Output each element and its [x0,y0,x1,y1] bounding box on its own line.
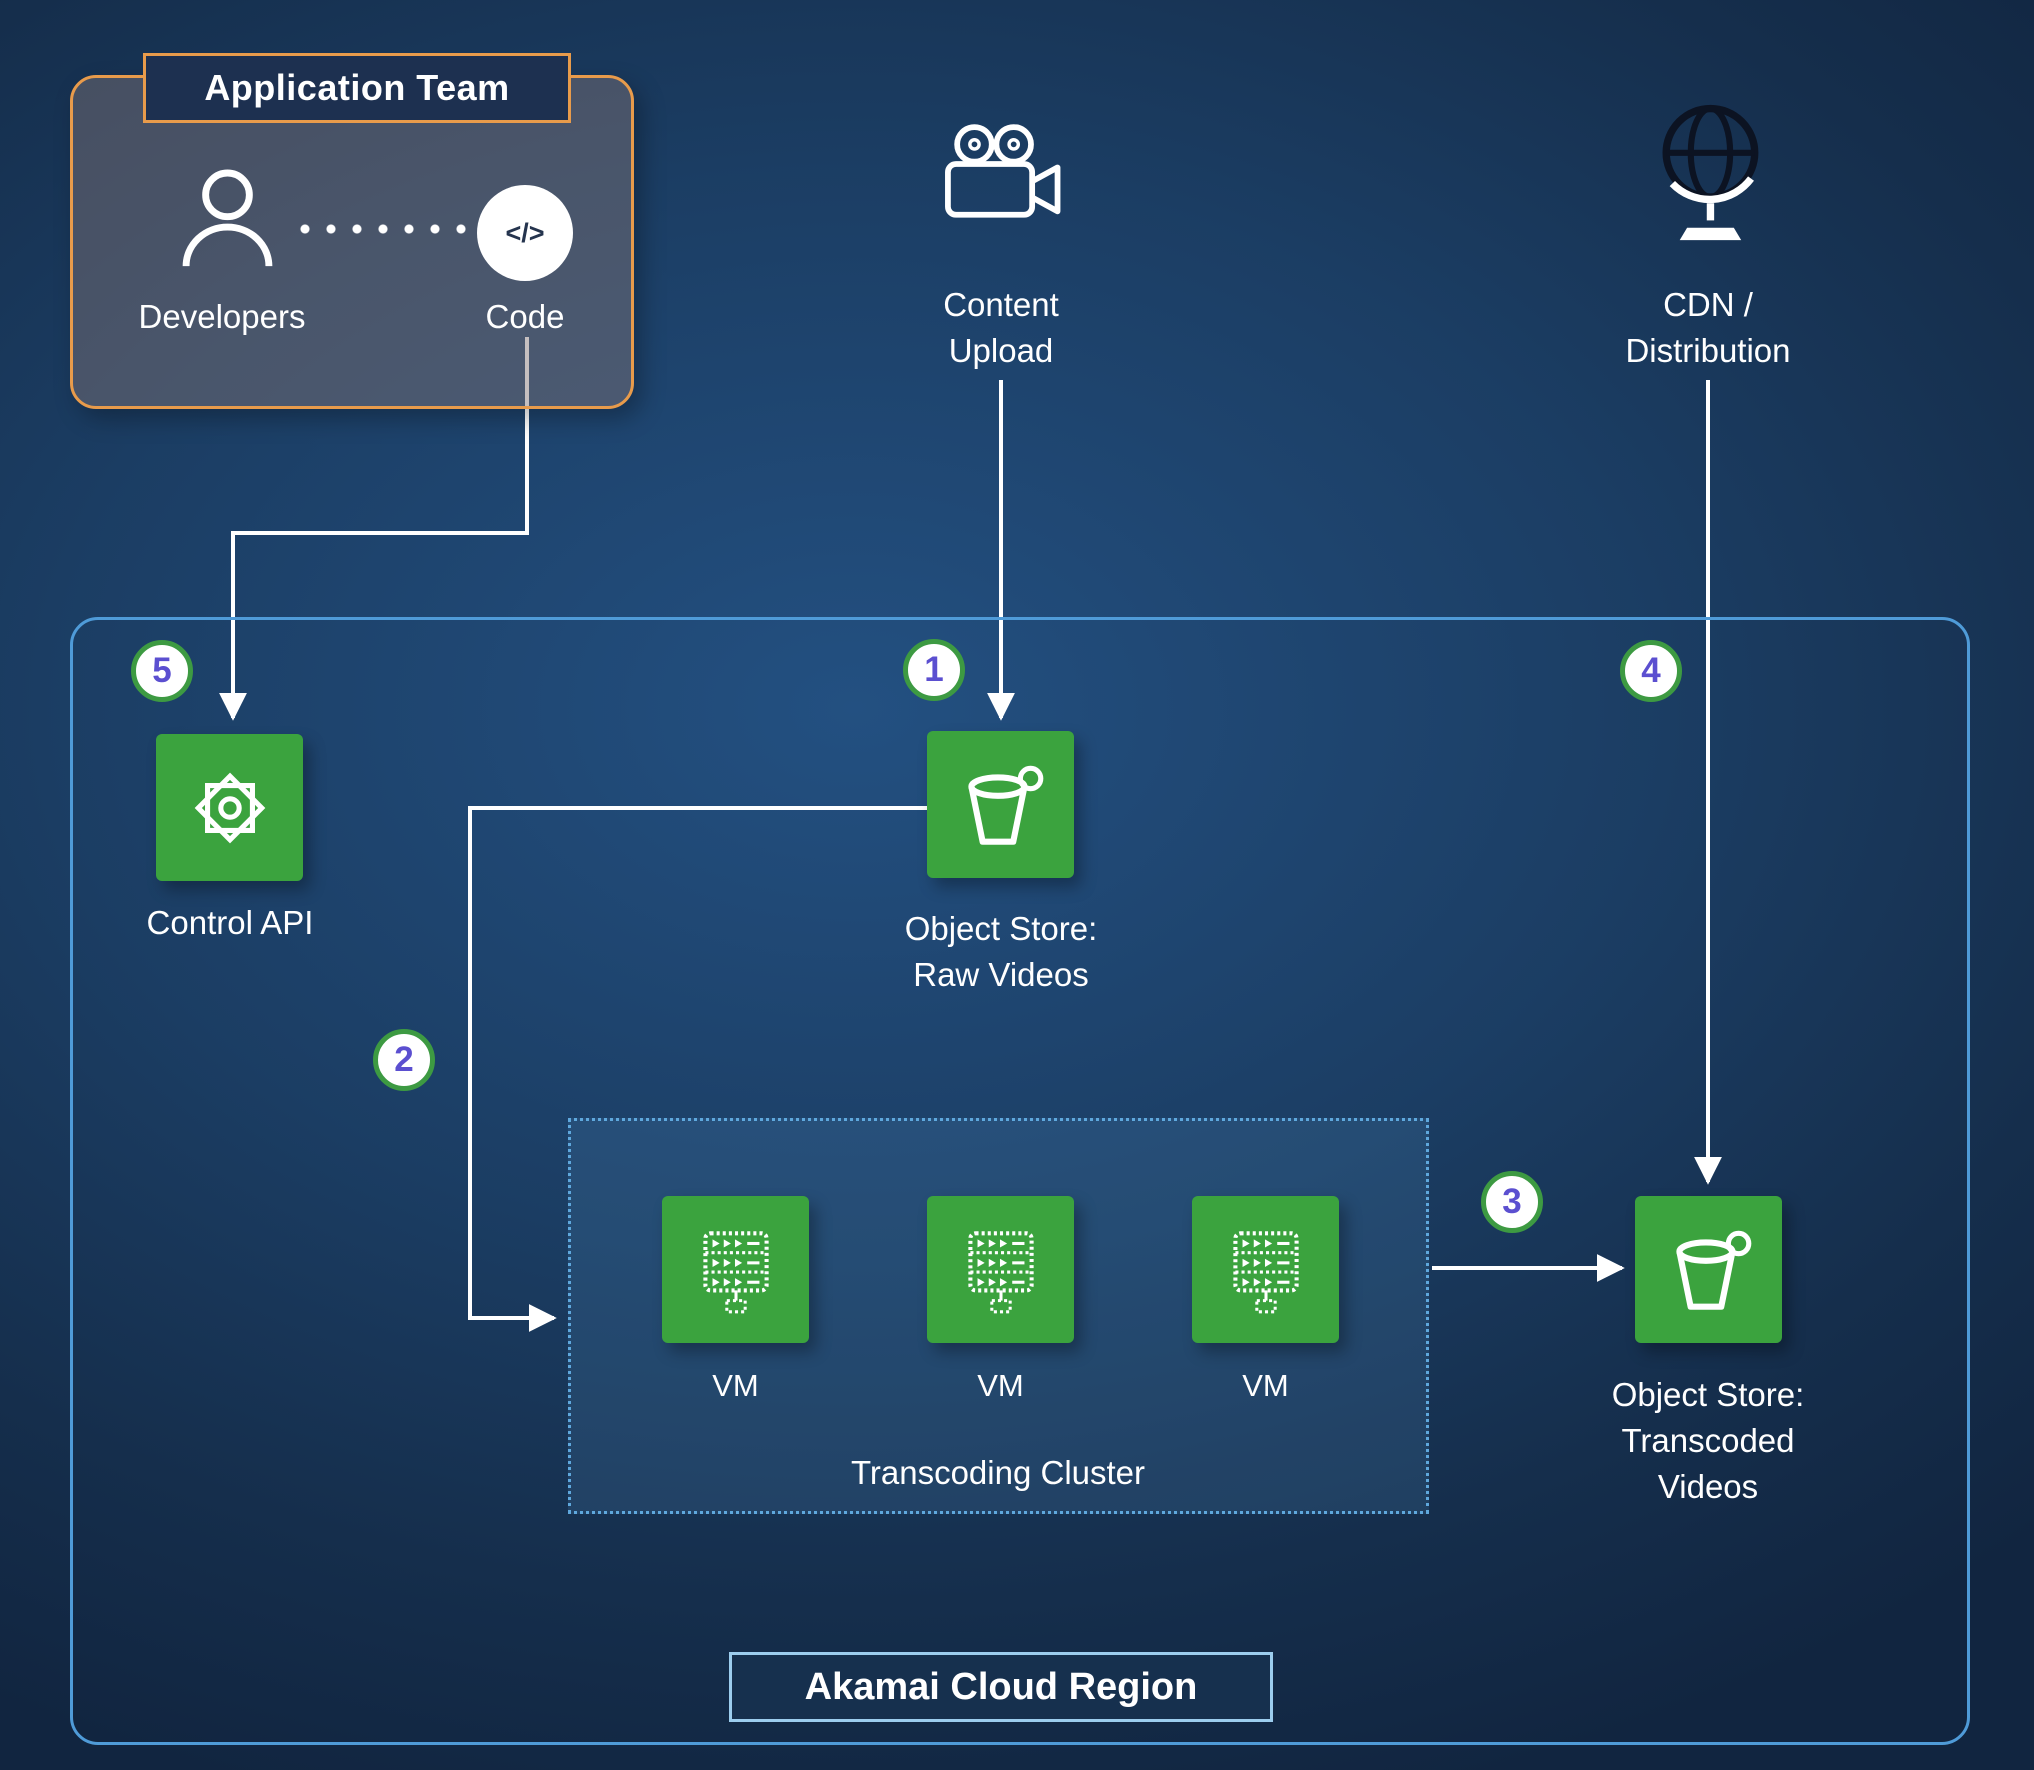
video-camera-icon [945,124,1061,218]
code-icon: </> [477,185,573,281]
vm-tile-2 [927,1196,1074,1343]
code-label: Code [485,298,565,335]
vm-tile-3 [1192,1196,1339,1343]
gear-icon [194,772,265,843]
akamai-cloud-region-label: Akamai Cloud Region [729,1652,1273,1722]
raw-videos-store-tile [927,731,1074,878]
transcoded-videos-store-tile [1635,1196,1782,1343]
developers-label: Developers [138,298,306,335]
raw-videos-store-label: Object Store: Raw Videos [904,910,1098,993]
person-icon [182,169,273,267]
badge-step-2: 2 [373,1029,435,1091]
vm-tile-1 [662,1196,809,1343]
server-icon [950,1219,1052,1321]
akamai-cloud-region-box [70,617,1970,1745]
cdn-label: CDN / Distribution [1625,286,1791,369]
transcoded-videos-store-label: Object Store: Transcoded Videos [1611,1376,1805,1505]
control-api-tile [156,734,303,881]
badge-step-5: 5 [131,640,193,702]
vm-label-3: VM [1242,1368,1289,1403]
badge-step-3: 3 [1481,1171,1543,1233]
globe-icon [1662,104,1759,241]
vm-label-1: VM [712,1368,759,1403]
transcoding-cluster-title: Transcoding Cluster [850,1454,1146,1491]
server-icon [685,1219,787,1321]
application-team-title: Application Team [143,53,571,123]
content-upload-label: Content Upload [943,286,1059,369]
bucket-icon [1658,1219,1760,1321]
badge-step-4: 4 [1620,640,1682,702]
control-api-label: Control API [146,904,314,941]
server-icon [1215,1219,1317,1321]
badge-step-1: 1 [903,639,965,701]
vm-label-2: VM [977,1368,1024,1403]
bucket-icon [950,754,1052,856]
dotted-connector [298,222,468,236]
